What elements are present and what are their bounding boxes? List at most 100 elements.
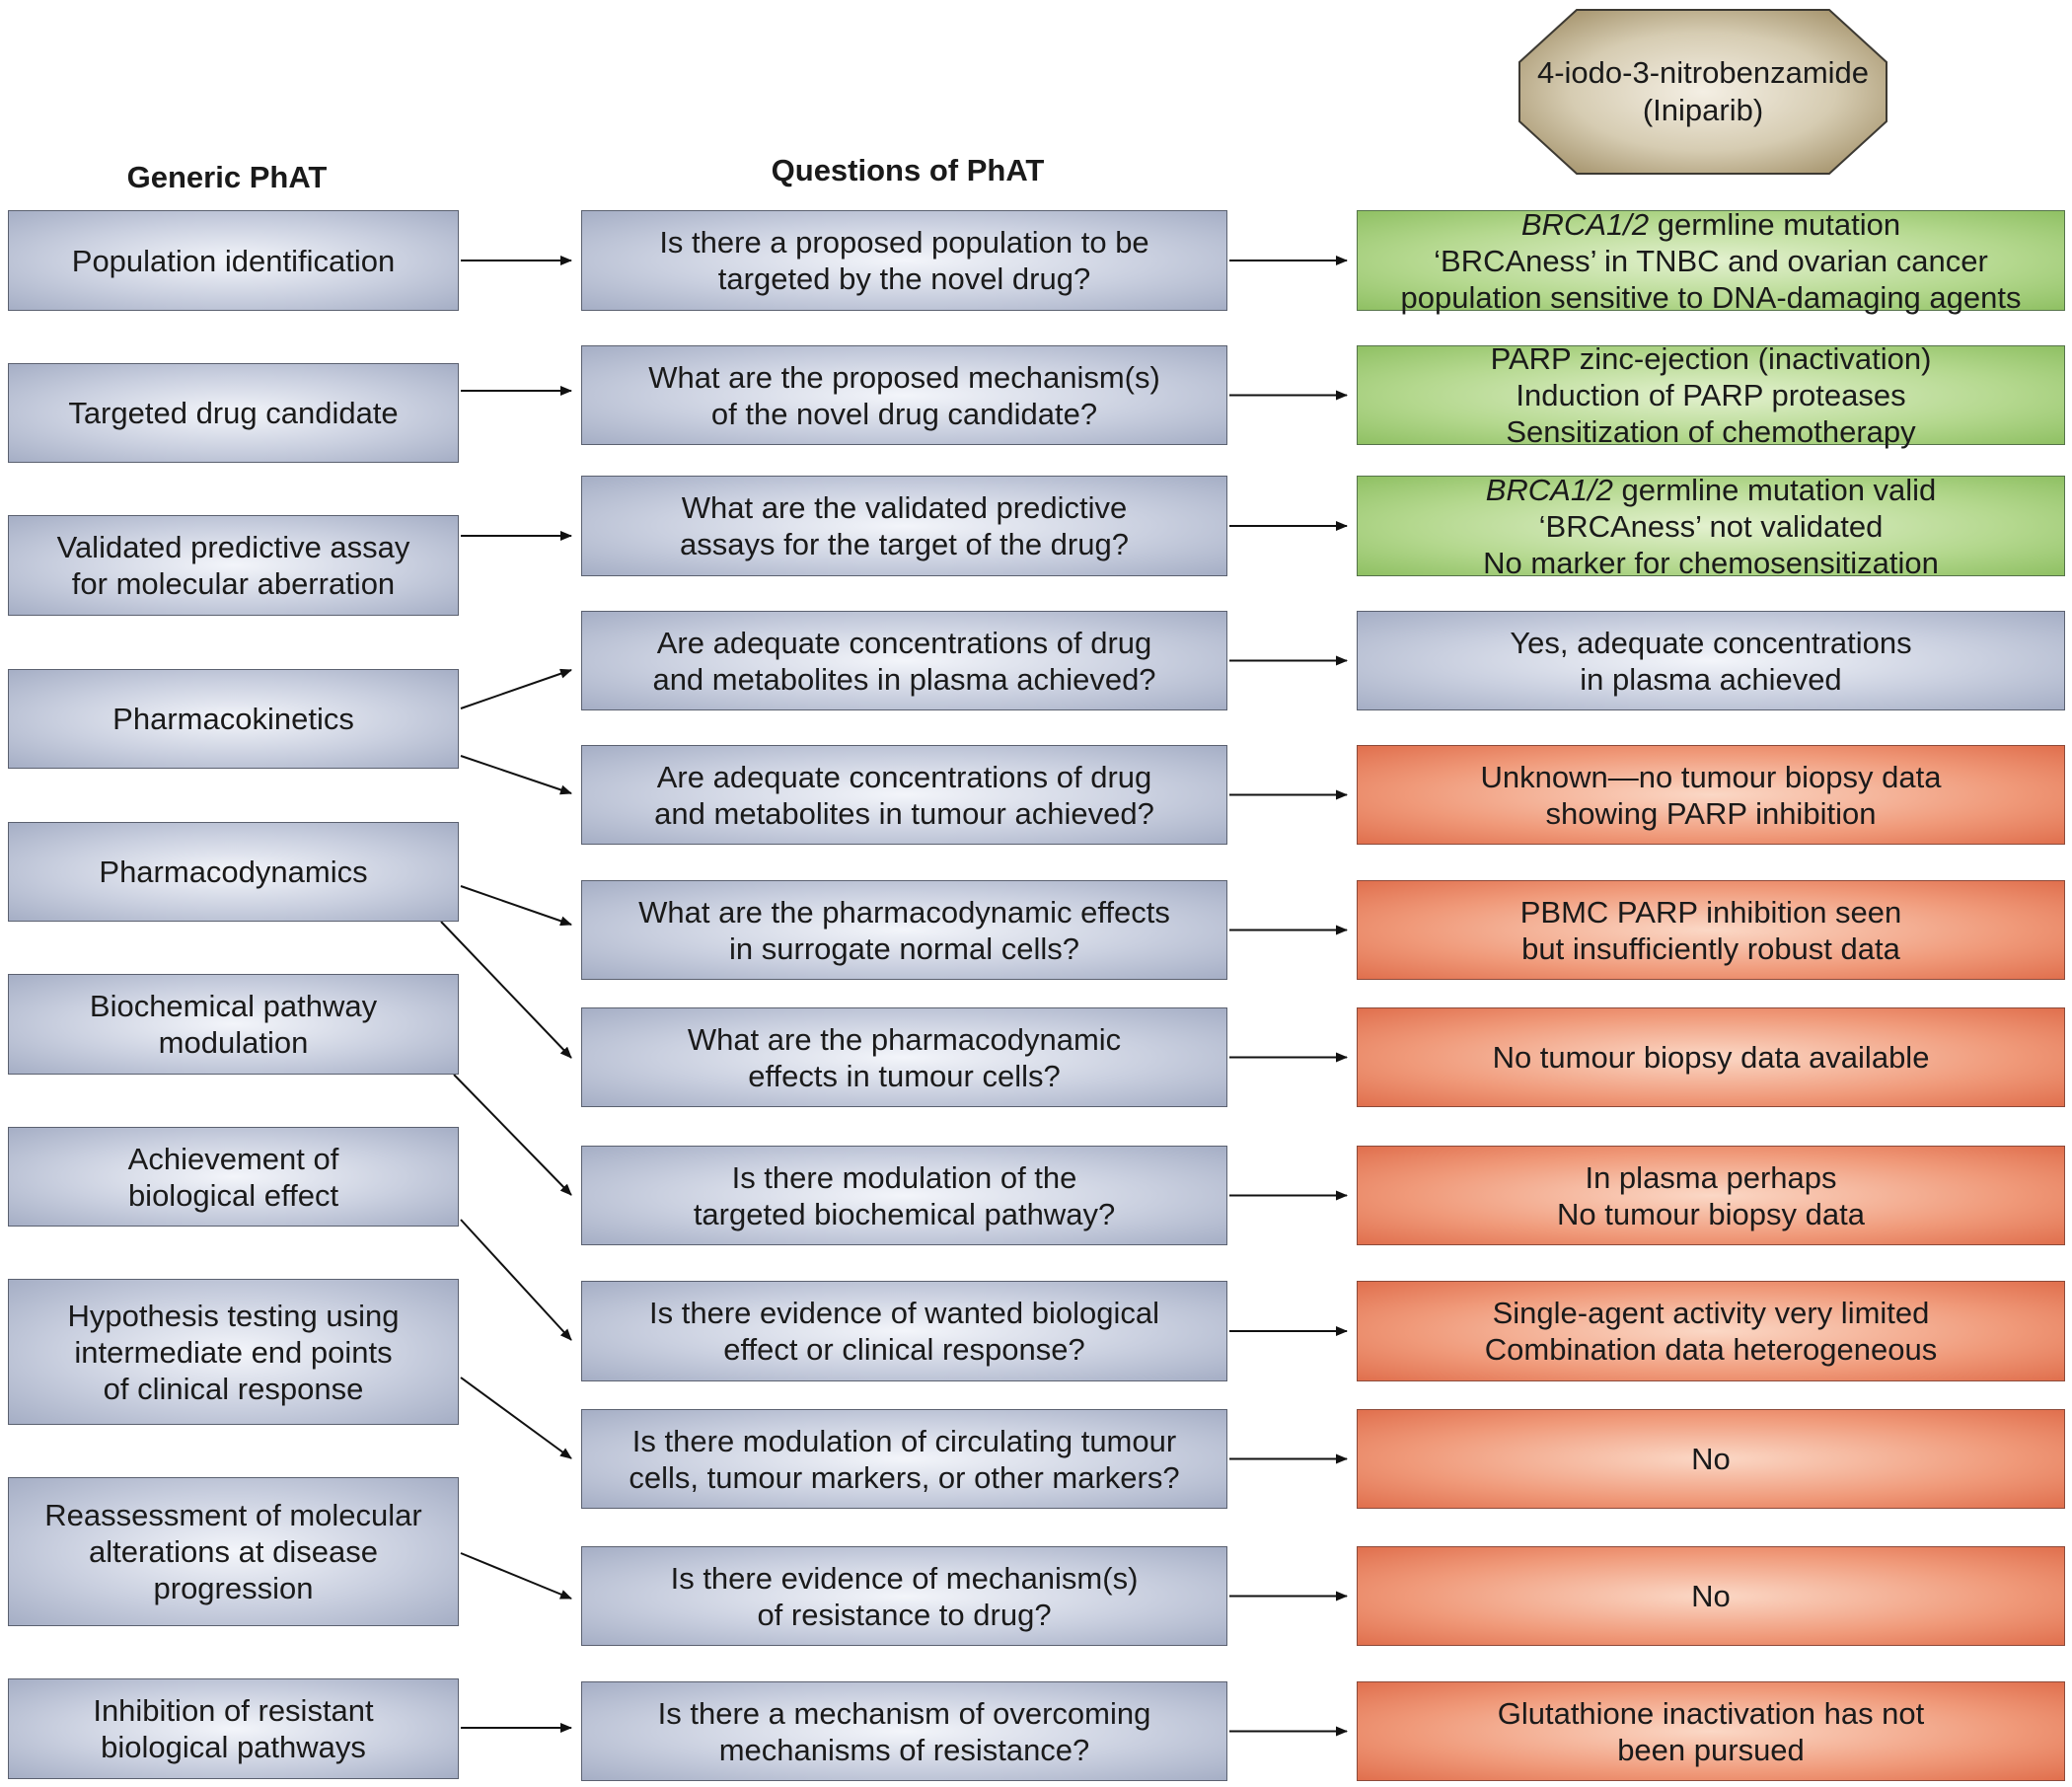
questions-phat-header: Questions of PhAT [771,153,1045,187]
generic-step-text: Targeted drug candidate [68,396,399,430]
answer-text: No tumour biopsy data available [1492,1040,1930,1075]
gene-name: BRCA1/2 [1520,206,1650,242]
answer-box-red: No tumour biopsy data available [1357,1007,2065,1107]
question-text: effects in tumour cells? [748,1058,1061,1093]
generic-step-text: Hypothesis testing using [67,1298,400,1333]
answer-text: been pursued [1617,1732,1805,1767]
question-text: Is there modulation of the [731,1159,1077,1195]
answer-text: Yes, adequate concentrations [1510,625,1912,660]
question-text: targeted biochemical pathway? [693,1196,1116,1231]
question-text: effect or clinical response? [723,1332,1085,1367]
generic-step-text: for molecular aberration [71,566,396,601]
answer-text: showing PARP inhibition [1545,795,1877,831]
answer-text: ‘BRCAness’ in TNBC and ovarian cancer [1434,243,1988,278]
answer-text: Glutathione inactivation has not [1497,1695,1925,1731]
generic-step-text: biological pathways [101,1730,366,1764]
answer-text: No [1691,1442,1731,1476]
generic-step-text: Validated predictive assay [56,530,410,564]
flow-arrow [460,1552,572,1600]
answer-text: In plasma perhaps [1585,1159,1837,1195]
generic-step-text: Reassessment of molecular [44,1498,422,1532]
generic-step-box: Pharmacokinetics [8,669,459,769]
answer-text: Combination data heterogeneous [1484,1332,1938,1367]
generic-step-text: Biochemical pathway [89,989,378,1023]
answer-text: Single-agent activity very limited [1492,1296,1930,1330]
generic-step-text: Pharmacodynamics [99,855,368,889]
answer-box-green: BRCA1/2 germline mutation valid‘BRCAness… [1357,473,2065,580]
answer-text: BRCA1/2 germline mutation valid [1368,472,2054,508]
question-text: Is there a proposed population to be [659,225,1149,260]
drug-name: 4-iodo-3-nitrobenzamide [1536,55,1870,90]
answer-box-red: No [1357,1409,2065,1509]
question-box: Is there modulation of circulating tumou… [581,1409,1227,1509]
question-text: What are the validated predictive [681,490,1128,525]
answer-box-green: BRCA1/2 germline mutation‘BRCAness’ in T… [1357,207,2065,315]
answer-text: but insufficiently robust data [1521,931,1900,966]
question-text: What are the proposed mechanism(s) [648,359,1160,395]
answer-text: Induction of PARP proteases [1516,378,1906,412]
flow-arrow [460,755,572,795]
answer-text: Unknown—no tumour biopsy data [1480,759,1942,794]
drug-octagon: 4-iodo-3-nitrobenzamide (Iniparib) [1517,8,1888,176]
generic-step-box: Targeted drug candidate [8,363,459,463]
drug-octagon-shape [1518,9,1887,175]
flow-arrow [460,1219,572,1341]
answer-text-rest: germline mutation [1649,206,1901,242]
answer-text: No tumour biopsy data [1557,1196,1865,1231]
generic-step-text: Achievement of [127,1141,339,1176]
question-text: mechanisms of resistance? [718,1732,1090,1767]
question-text: What are the pharmacodynamic [687,1021,1122,1057]
question-text: and metabolites in tumour achieved? [654,795,1154,831]
question-text: Are adequate concentrations of drug [656,759,1152,794]
answer-text: in plasma achieved [1580,661,1842,697]
generic-step-text: of clinical response [103,1371,364,1406]
question-text: Are adequate concentrations of drug [656,625,1152,660]
question-text: and metabolites in plasma achieved? [652,661,1156,697]
generic-step-text: intermediate end points [74,1334,393,1370]
generic-step-text: Pharmacokinetics [112,702,354,736]
answer-text: No marker for chemosensitization [1483,545,1939,580]
question-box: Is there evidence of mechanism(s)of resi… [581,1546,1227,1646]
question-text: What are the pharmacodynamic effects [638,894,1170,930]
answer-text-rest: germline mutation valid [1612,472,1937,507]
flow-arrow [440,921,572,1059]
question-text: cells, tumour markers, or other markers? [629,1459,1180,1495]
question-text: Is there modulation of circulating tumou… [631,1423,1177,1458]
flow-arrow [460,885,572,927]
answer-text: PBMC PARP inhibition seen [1519,894,1902,930]
answer-text: No [1691,1579,1731,1613]
answer-text: Sensitization of chemotherapy [1506,414,1916,449]
question-box: What are the proposed mechanism(s)of the… [581,345,1227,445]
question-text: of resistance to drug? [757,1597,1052,1632]
answer-text: BRCA1/2 germline mutation [1368,206,2054,243]
generic-step-box: Population identification [8,210,459,311]
question-text: targeted by the novel drug? [717,261,1091,296]
gene-name: BRCA1/2 [1485,472,1613,507]
generic-step-box: Pharmacodynamics [8,822,459,922]
question-text: assays for the target of the drug? [680,527,1129,561]
question-text: Is there evidence of wanted biological [649,1296,1159,1330]
generic-step-text: alterations at disease [89,1534,378,1569]
question-text: of the novel drug candidate? [710,396,1098,431]
answer-text: population sensitive to DNA-damaging age… [1400,279,2022,315]
flow-arrow [460,668,572,709]
